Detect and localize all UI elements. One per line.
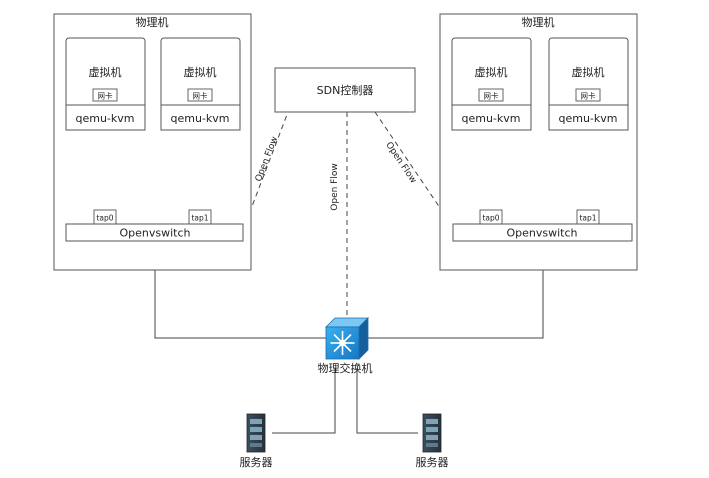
- nic-box: [92, 88, 118, 102]
- ovs-bridge[interactable]: Openvswitch: [65, 223, 244, 242]
- hypervisor-box: [160, 104, 241, 131]
- host-title: 物理机: [136, 15, 169, 29]
- server-icon: [246, 413, 266, 453]
- hypervisor-label: qemu-kvm: [75, 112, 134, 125]
- ovs-label: Openvswitch: [119, 227, 190, 240]
- vm-label: 虚拟机: [572, 65, 605, 79]
- ovs-label: Openvswitch: [506, 227, 577, 240]
- physical-host-left: 物理机 虚拟机 网卡 qemu-kvm 虚拟机 网卡 qemu-kvm tap0…: [53, 13, 252, 271]
- ovs-frame: [452, 223, 633, 242]
- nic-box: [575, 88, 601, 102]
- hypervisor-box: [451, 104, 532, 131]
- network-switch-icon: [325, 317, 369, 360]
- hypervisor-label: qemu-kvm: [170, 112, 229, 125]
- server-label: 服务器: [416, 456, 449, 469]
- vm-label: 虚拟机: [89, 65, 122, 79]
- vm-card[interactable]: 虚拟机 网卡 qemu-kvm: [548, 37, 629, 131]
- physical-switch[interactable]: 物理交换机: [318, 317, 373, 375]
- nic-label: 网卡: [98, 91, 113, 101]
- host-title: 物理机: [522, 15, 555, 29]
- tap-label: tap1: [191, 214, 208, 223]
- nic-label: 网卡: [193, 91, 208, 101]
- vm-label: 虚拟机: [184, 65, 217, 79]
- ovs-frame: [65, 223, 244, 242]
- hypervisor-box: [65, 104, 146, 131]
- vm-card[interactable]: 虚拟机 网卡 qemu-kvm: [65, 37, 146, 131]
- link-switch-server2: [356, 368, 418, 434]
- vm-label: 虚拟机: [475, 65, 508, 79]
- tap-label: tap1: [579, 214, 596, 223]
- nic-box: [187, 88, 213, 102]
- controller-frame: [274, 67, 416, 113]
- hypervisor-label: qemu-kvm: [558, 112, 617, 125]
- link-switch-server1: [272, 368, 336, 434]
- physical-switch-label: 物理交换机: [318, 361, 373, 375]
- nic-box: [478, 88, 504, 102]
- tap-label: tap0: [96, 214, 113, 223]
- openflow-label-right: Open Flow: [383, 140, 418, 185]
- server-right[interactable]: 服务器: [416, 413, 449, 469]
- openflow-label-middle: Open Flow: [330, 163, 340, 210]
- sdn-controller[interactable]: SDN控制器: [274, 67, 416, 113]
- hypervisor-box: [548, 104, 629, 131]
- nic-label: 网卡: [581, 91, 596, 101]
- physical-host-right: 物理机 虚拟机 网卡 qemu-kvm 虚拟机 网卡 qemu-kvm tap0…: [439, 13, 638, 271]
- vm-card[interactable]: 虚拟机 网卡 qemu-kvm: [160, 37, 241, 131]
- server-label: 服务器: [240, 456, 273, 469]
- link-left-ovs-switch: [154, 241, 326, 339]
- link-right-ovs-switch: [368, 241, 544, 339]
- tap-label: tap0: [482, 214, 499, 223]
- ovs-bridge[interactable]: Openvswitch: [452, 223, 633, 242]
- vm-card[interactable]: 虚拟机 网卡 qemu-kvm: [451, 37, 532, 131]
- nic-label: 网卡: [484, 91, 499, 101]
- server-icon: [422, 413, 442, 453]
- openflow-label-left: Open Flow: [254, 135, 280, 183]
- controller-label: SDN控制器: [317, 83, 374, 97]
- hypervisor-label: qemu-kvm: [461, 112, 520, 125]
- server-left[interactable]: 服务器: [240, 413, 273, 469]
